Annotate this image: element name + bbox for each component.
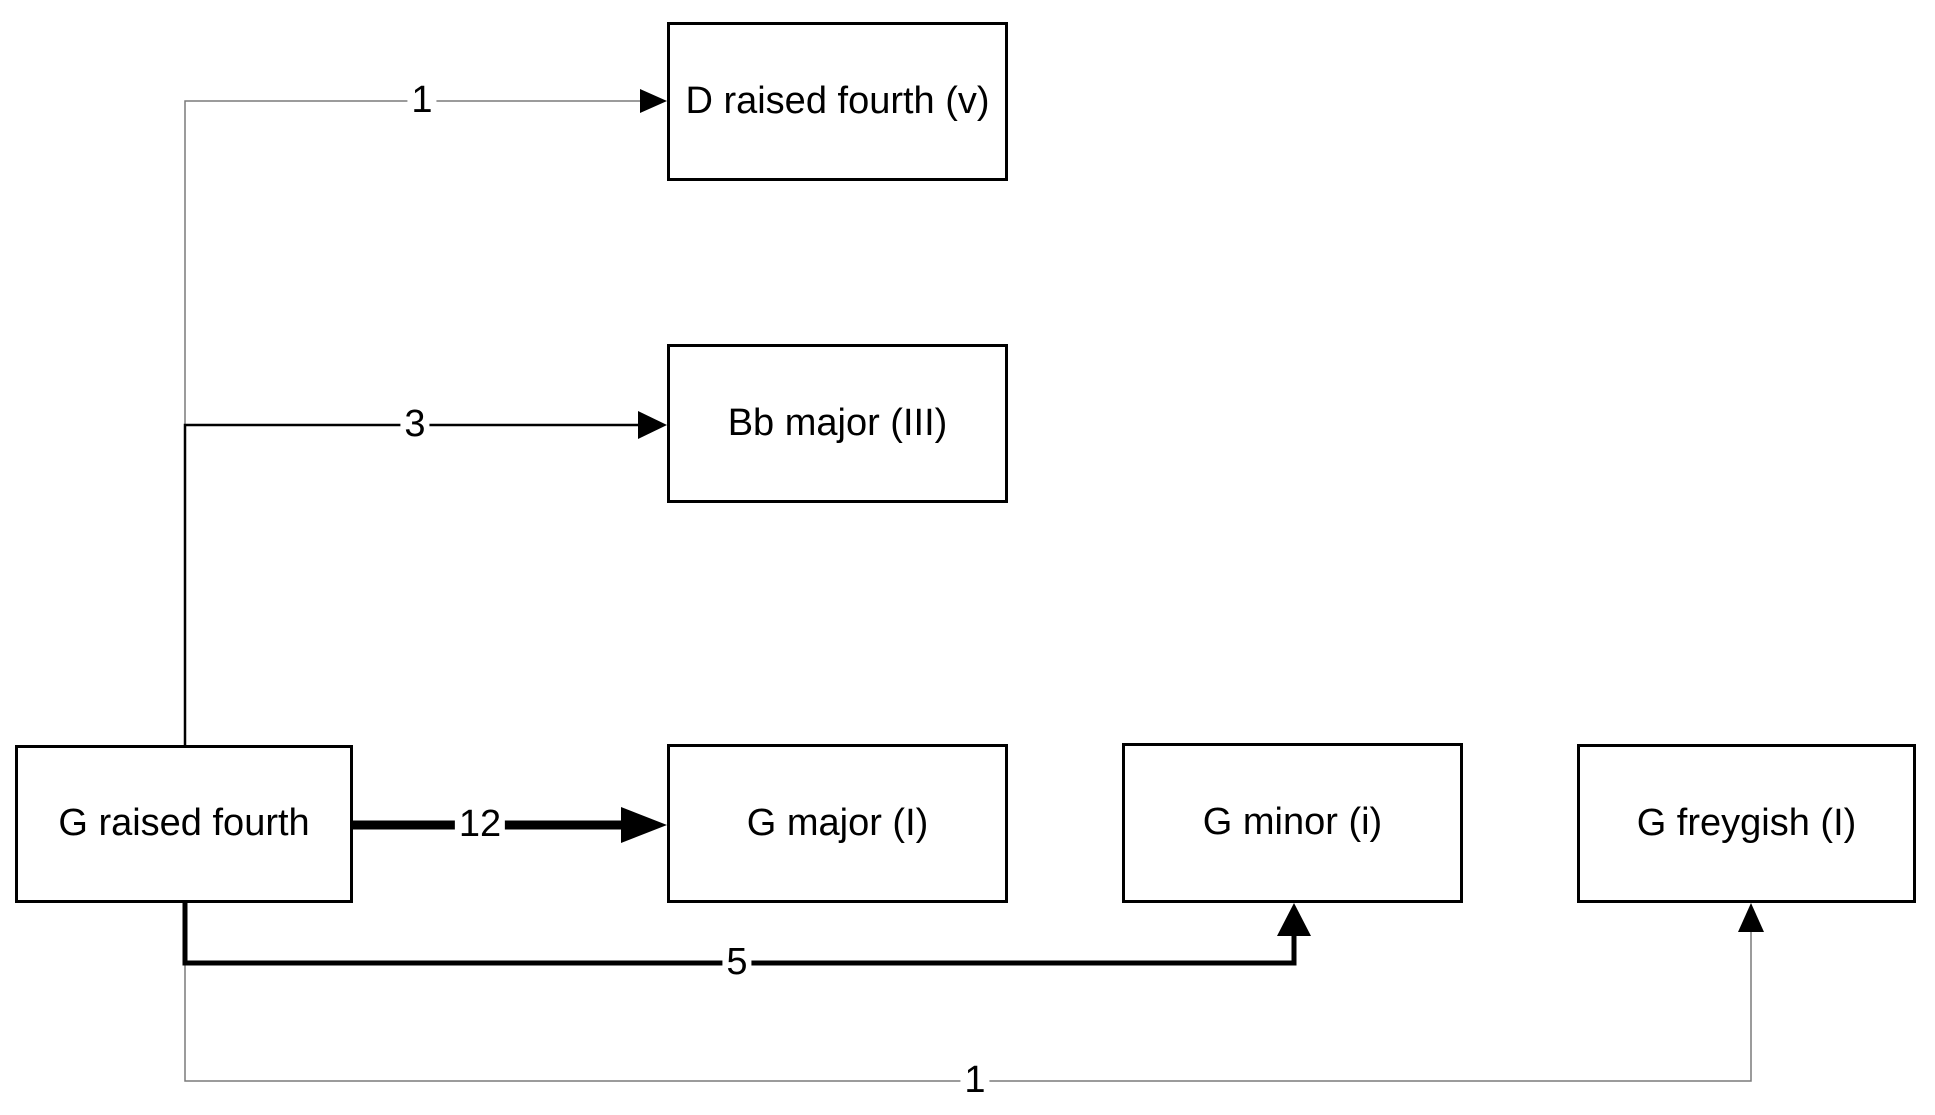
edge-weight-bb-major: 3 [400,404,430,445]
edge-g-freygish-line [184,903,1752,1082]
node-d-raised-fourth: D raised fourth (v) [667,22,1008,181]
node-bb-major: Bb major (III) [667,344,1008,503]
node-label: G major (I) [746,801,929,844]
node-label: D raised fourth (v) [685,79,990,122]
edge-g-major-arrowhead-icon [621,807,667,843]
edge-bb-major-arrowhead-icon [638,411,667,439]
node-label: G raised fourth [58,802,310,845]
edge-weight-d-raised-fourth: 1 [407,80,437,121]
node-g-minor: G minor (i) [1122,743,1463,903]
node-g-freygish: G freygish (I) [1577,744,1916,903]
edge-weight-g-major: 12 [454,804,506,845]
edge-g-minor-arrowhead-icon [1277,903,1311,936]
node-label: Bb major (III) [727,401,948,444]
edge-d-raised-fourth-arrowhead-icon [640,89,667,113]
node-label: G freygish (I) [1636,801,1857,844]
node-g-major: G major (I) [667,744,1008,903]
edge-weight-g-freygish: 1 [960,1060,990,1101]
edge-weight-g-minor: 5 [722,942,752,983]
node-label: G minor (i) [1202,801,1383,844]
edge-g-freygish-arrowhead-icon [1738,903,1764,932]
edge-bb-major-line [183,423,648,745]
node-g-raised-fourth: G raised fourth [15,745,353,903]
